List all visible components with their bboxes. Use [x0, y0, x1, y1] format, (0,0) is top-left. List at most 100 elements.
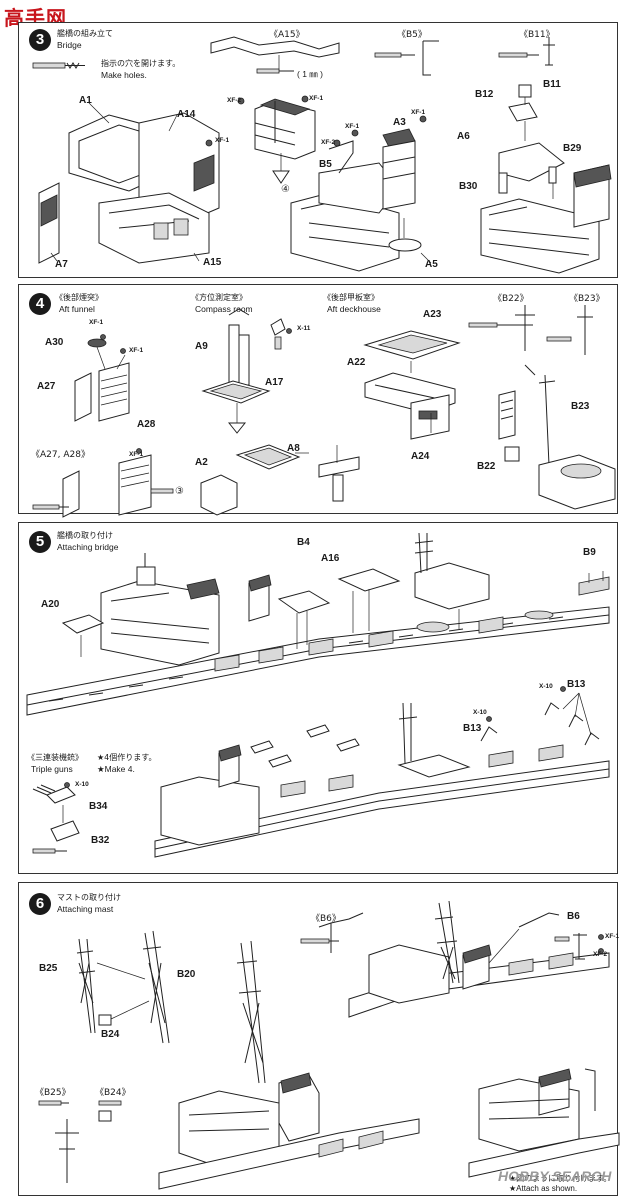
label-a24: A24	[411, 451, 430, 462]
aft-deckhouse-part	[363, 330, 461, 440]
hobby-search-logo: HOBBY SEARCH	[498, 1168, 612, 1184]
label-b13: B13	[463, 723, 482, 734]
drill-icon	[32, 62, 85, 69]
step-title-en: Bridge	[57, 40, 82, 50]
attaching-mast-drawing	[38, 900, 620, 1190]
xf1-label: XF-1	[129, 347, 144, 354]
sub-a15: 《A15》	[269, 30, 305, 40]
make-note-jp: ★4個作ります。	[97, 753, 157, 762]
label-a30: A30	[45, 337, 64, 348]
triple-guns-en: Triple guns	[31, 764, 73, 774]
step-number: 5	[29, 531, 51, 553]
step-number: 4	[29, 293, 51, 315]
label-a22: A22	[347, 357, 366, 368]
label-b5: B5	[319, 159, 332, 170]
xf2-label: XF-2	[321, 139, 336, 146]
bridge-block	[61, 553, 220, 666]
xf2-label: XF-2	[593, 951, 608, 958]
label-b11: B11	[543, 79, 561, 90]
x10-label: X-10	[75, 781, 89, 788]
sub-b6: 《B6》	[311, 914, 341, 924]
label-a15: A15	[203, 257, 222, 268]
triple-gun-part	[32, 724, 360, 854]
label-a20: A20	[41, 599, 60, 610]
ship-upper-right	[348, 900, 610, 1018]
sub-b24: 《B24》	[95, 1088, 131, 1098]
compass-room-jp: 《方位測定室》	[191, 293, 247, 302]
b25-b24-detail	[38, 1100, 122, 1183]
aft-funnel-part	[74, 338, 130, 422]
arrow-number: ③	[175, 486, 184, 497]
label-b32: B32	[91, 835, 110, 846]
xf1-label: XF-1	[129, 451, 144, 458]
step-title-jp: 艦橋の組み立て	[57, 29, 113, 38]
sub-b23: 《B23》	[569, 294, 605, 304]
label-a16: A16	[321, 553, 340, 564]
label-b23: B23	[571, 401, 590, 412]
step-title-jp: 艦橋の取り付け	[57, 531, 113, 540]
b22-b23-detail	[468, 305, 593, 355]
drill-note-jp: 指示の穴を開けます。	[101, 59, 181, 68]
step-title-en: Attaching bridge	[57, 542, 119, 552]
step-4-panel: 4 《後部煙突》 Aft funnel 《方位測定室》 Compass room…	[18, 284, 618, 518]
label-b22: B22	[477, 461, 496, 472]
label-b24: B24	[101, 1029, 120, 1040]
a15-detail-part	[210, 36, 340, 74]
label-a14: A14	[177, 109, 196, 120]
compass-room-part	[201, 308, 286, 434]
funnel-and-decks	[248, 532, 610, 649]
mast-parts	[76, 930, 170, 1044]
xf1-label: XF-1	[345, 123, 360, 130]
sub-b22: 《B22》	[493, 294, 529, 304]
label-a2: A2	[195, 457, 208, 468]
bridge-structure-middle	[254, 98, 432, 272]
sub-a27-a28: 《A27, A28》	[31, 450, 90, 460]
aft-funnel-en: Aft funnel	[59, 304, 95, 314]
b13-gun-parts	[480, 692, 600, 746]
attach-note-en: ★Attach as shown.	[509, 1184, 578, 1193]
label-a9: A9	[195, 341, 208, 352]
xf1-label: XF-1	[605, 933, 620, 940]
ship-lower-right	[468, 1068, 620, 1178]
label-a5: A5	[425, 259, 438, 270]
sub-b11: 《B11》	[519, 30, 555, 40]
label-b13: B13	[567, 679, 586, 690]
attach-note-jp: ★図のように取り付けます。	[509, 1174, 612, 1183]
sub-b5: 《B5》	[397, 30, 427, 40]
label-a1: A1	[79, 95, 92, 106]
compass-room-en: Compass room	[195, 304, 253, 314]
label-a3: A3	[393, 117, 406, 128]
aft-funnel-compass-deckhouse-drawing	[32, 305, 616, 518]
aft-deckhouse-en: Aft deckhouse	[327, 304, 381, 314]
step-6-panel: 6 マストの取り付け Attaching mast 《B6》 《B25》 《B2…	[18, 882, 620, 1196]
a2-a8-part	[200, 444, 360, 516]
xf1-label: XF-1	[411, 109, 426, 116]
bridge-structure-right	[480, 84, 612, 274]
label-b30: B30	[459, 181, 478, 192]
label-b6: B6	[567, 911, 580, 922]
label-a28: A28	[137, 419, 156, 430]
label-b9: B9	[583, 547, 596, 558]
b22-b23-assembly	[498, 364, 616, 510]
drill-note-en: Make holes.	[101, 70, 147, 80]
label-a23: A23	[423, 309, 442, 320]
mast-assembly-center	[158, 940, 420, 1190]
label-b4: B4	[297, 537, 310, 548]
label-b25: B25	[39, 963, 58, 974]
label-a27: A27	[37, 381, 56, 392]
bridge-assembly-drawing	[32, 36, 612, 274]
attaching-bridge-drawing	[26, 532, 610, 858]
hull-upper	[26, 606, 610, 716]
bridge-structure-left	[38, 102, 220, 264]
label-b29: B29	[563, 143, 582, 154]
xf1-label: XF-1	[89, 319, 104, 326]
step-number: 3	[29, 29, 51, 51]
hull-lower	[154, 702, 610, 858]
aft-deckhouse-jp: 《後部甲板室》	[323, 293, 379, 302]
a27-a28-detail	[32, 454, 174, 518]
label-a6: A6	[457, 131, 470, 142]
x11-label: X-11	[297, 325, 311, 332]
x10-label: X-10	[539, 683, 553, 690]
label-b20: B20	[177, 969, 196, 980]
b11-detail-part	[498, 37, 555, 66]
